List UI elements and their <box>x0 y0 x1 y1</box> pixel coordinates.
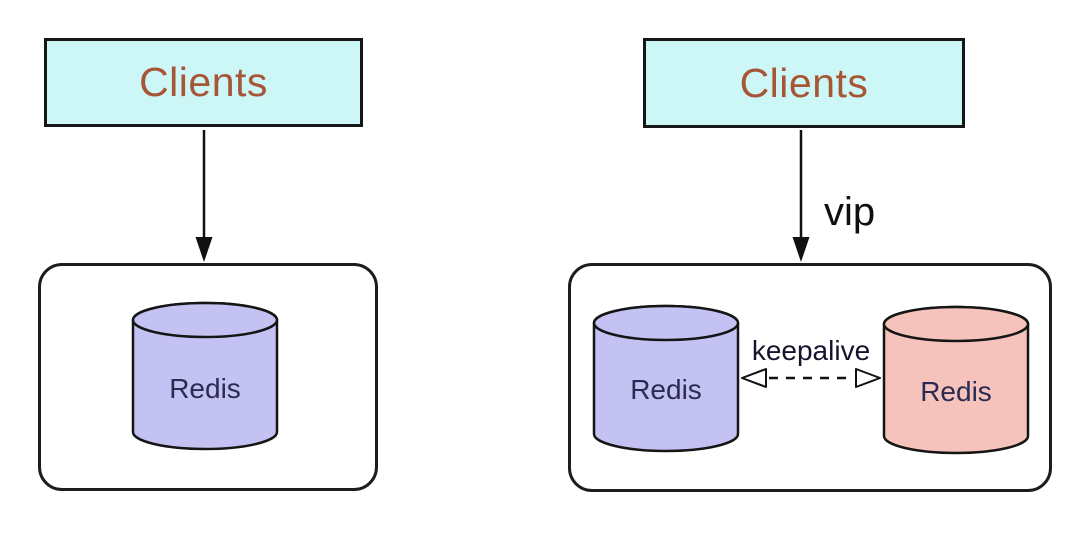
keepalive-arrow-head-right <box>855 368 881 388</box>
clients-box-right: Clients <box>643 38 965 128</box>
cylinder-top-redis-left <box>131 301 279 339</box>
redis-node-label-primary: Redis <box>630 374 702 405</box>
cylinder-top-redis-backup <box>882 305 1030 343</box>
keepalive-arrow-head-left <box>741 368 767 388</box>
down-arrow-head-left <box>195 237 213 262</box>
redis-node-label-left: Redis <box>169 373 241 404</box>
keepalive-dashed-arrow-icon <box>741 368 881 388</box>
database-cylinder-icon-redis-backup <box>882 305 1030 455</box>
clients-box-left: Clients <box>44 38 363 127</box>
database-cylinder-icon-redis-primary <box>592 304 740 453</box>
keepalive-link-label: keepalive <box>751 335 871 366</box>
down-arrow-icon-left <box>195 130 213 262</box>
redis-node-label-backup: Redis <box>920 376 992 407</box>
down-arrow-icon-right <box>792 130 810 262</box>
cylinder-top-redis-primary <box>592 304 740 342</box>
clients-label-left: Clients <box>139 59 268 105</box>
down-arrow-head-right <box>792 237 810 262</box>
database-cylinder-icon-redis-left <box>131 301 279 451</box>
clients-label-right: Clients <box>739 59 869 106</box>
vip-arrow-label: vip <box>824 190 876 234</box>
